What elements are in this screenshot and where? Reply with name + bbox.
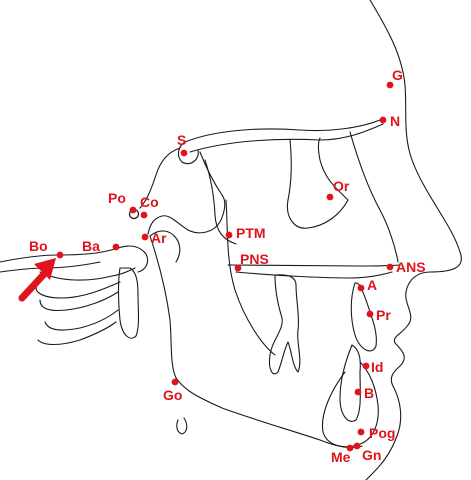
landmark-label-bo: Bo xyxy=(29,238,48,254)
landmark-label-co: Co xyxy=(140,194,159,210)
orbit-outline xyxy=(286,137,349,229)
landmark-dot-co xyxy=(140,211,148,219)
landmark-id: Id xyxy=(362,359,383,375)
landmark-po: Po xyxy=(108,190,137,214)
landmark-ans: ANS xyxy=(386,259,426,275)
landmark-dot-pog xyxy=(357,428,365,436)
landmark-dot-pns xyxy=(234,264,242,272)
landmark-dot-id xyxy=(362,362,370,370)
landmark-label-ans: ANS xyxy=(396,259,426,275)
landmark-a: A xyxy=(357,277,377,293)
landmark-pog: Pog xyxy=(357,425,395,441)
landmark-ptm: PTM xyxy=(225,225,266,241)
landmark-dot-ar xyxy=(141,233,149,241)
landmark-label-gn: Gn xyxy=(362,447,381,463)
landmark-s: S xyxy=(177,132,188,157)
landmark-label-or: Or xyxy=(333,178,350,194)
landmark-label-id: Id xyxy=(371,359,383,375)
landmark-label-po: Po xyxy=(108,190,126,206)
axis-line-3 xyxy=(37,321,117,346)
landmark-pr: Pr xyxy=(366,307,391,323)
landmark-dot-me xyxy=(346,444,354,452)
landmark-dot-gn xyxy=(353,442,361,450)
landmark-b: B xyxy=(354,385,374,401)
landmark-label-g: G xyxy=(392,67,403,83)
cranial-base-line xyxy=(184,119,381,143)
landmark-dot-pr xyxy=(366,310,374,318)
landmark-bo: Bo xyxy=(29,238,64,259)
landmark-label-n: N xyxy=(390,113,400,129)
dens-outline xyxy=(117,267,140,339)
landmark-label-a: A xyxy=(367,277,377,293)
landmark-dot-g xyxy=(386,81,394,89)
palatal-plane-upper xyxy=(227,264,401,267)
landmark-label-me: Me xyxy=(331,449,351,465)
landmark-ba: Ba xyxy=(82,238,120,254)
landmark-label-s: S xyxy=(177,132,186,148)
symphysis-outline xyxy=(321,361,379,448)
arrow-icon xyxy=(18,258,56,302)
landmark-label-pog: Pog xyxy=(369,425,395,441)
orbit-roof-line xyxy=(189,123,384,153)
landmark-dot-ba xyxy=(112,243,120,251)
landmark-dot-n xyxy=(379,116,387,124)
landmark-label-b: B xyxy=(364,385,374,401)
landmark-dot-go xyxy=(171,378,179,386)
maxilla-anterior xyxy=(349,131,399,263)
landmark-dot-ans xyxy=(386,263,394,271)
pterygoid-line xyxy=(204,159,237,245)
axis-line-2 xyxy=(44,309,119,331)
landmark-go: Go xyxy=(163,378,182,403)
landmark-dot-ptm xyxy=(225,231,233,239)
lower-incisor xyxy=(339,344,361,422)
ptm-fissure xyxy=(225,199,276,356)
landmark-label-go: Go xyxy=(163,387,182,403)
landmark-gn: Gn xyxy=(353,442,381,463)
hyoid-bone xyxy=(176,417,188,435)
landmark-label-ar: Ar xyxy=(151,230,167,246)
landmark-pns: PNS xyxy=(234,251,269,272)
landmark-label-pns: PNS xyxy=(240,251,269,267)
landmark-n: N xyxy=(379,113,400,129)
atlas-line-1 xyxy=(39,267,136,281)
sphenoid-outline xyxy=(147,151,226,235)
landmark-co: Co xyxy=(140,194,159,219)
landmark-or: Or xyxy=(326,178,350,201)
landmark-dot-b xyxy=(354,388,362,396)
landmark-label-pr: Pr xyxy=(376,307,391,323)
landmark-dot-a xyxy=(357,284,365,292)
mandible-lower-border xyxy=(149,235,363,449)
landmark-ar: Ar xyxy=(141,230,167,246)
clivus-line xyxy=(139,147,181,209)
landmark-g: G xyxy=(386,67,403,89)
upper-incisor xyxy=(350,282,377,352)
axis-line-1 xyxy=(39,291,119,312)
condyle-outline xyxy=(149,230,181,263)
palatal-plane-lower xyxy=(235,271,393,279)
sella-turcica xyxy=(177,141,199,165)
landmark-dot-s xyxy=(180,149,188,157)
landmark-me: Me xyxy=(331,444,354,465)
landmark-dot-bo xyxy=(56,251,64,259)
landmark-dot-or xyxy=(326,193,334,201)
landmark-label-ba: Ba xyxy=(82,238,100,254)
landmark-dot-po xyxy=(129,206,137,214)
atlas-line-2 xyxy=(35,281,121,299)
landmark-label-ptm: PTM xyxy=(236,225,266,241)
soft-tissue-profile xyxy=(365,0,462,480)
molar-tooth xyxy=(268,274,301,375)
